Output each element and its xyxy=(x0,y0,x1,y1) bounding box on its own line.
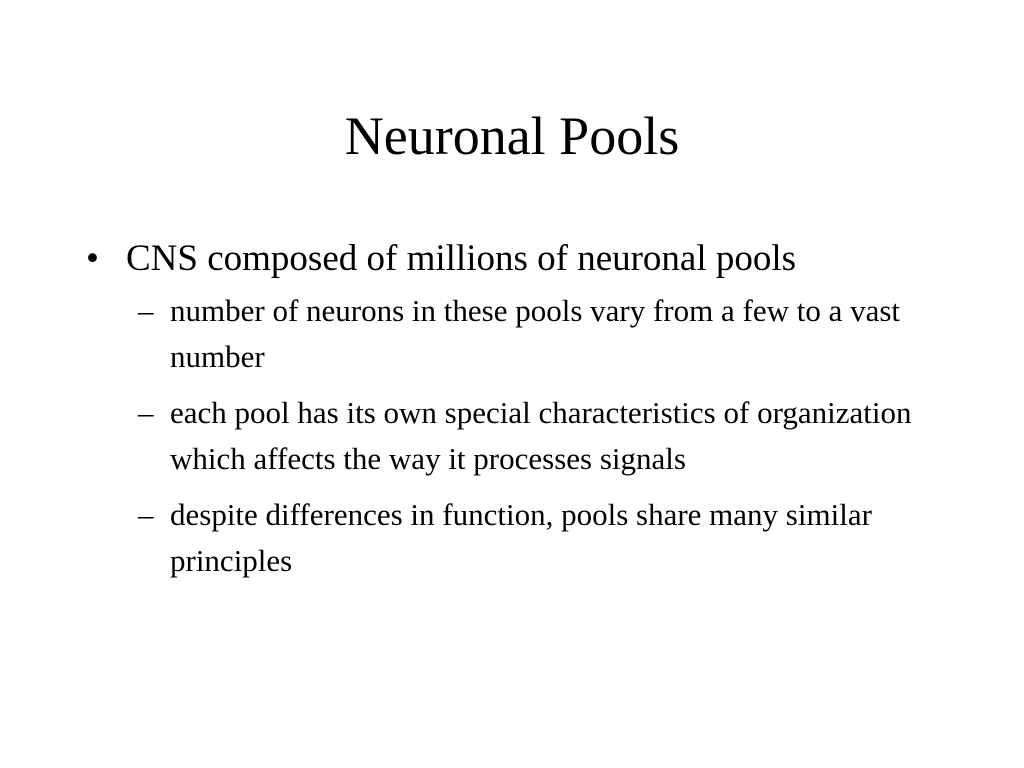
sub-bullet-text: number of neurons in these pools vary fr… xyxy=(170,293,901,374)
sub-bullet-list: – number of neurons in these pools vary … xyxy=(86,288,986,584)
sub-bullet-marker: – xyxy=(138,293,154,328)
bullet-item: • CNS composed of millions of neuronal p… xyxy=(86,236,986,282)
sub-bullet-item: – number of neurons in these pools vary … xyxy=(138,288,986,380)
sub-bullet-marker: – xyxy=(138,395,154,430)
sub-bullet-item: – each pool has its own special characte… xyxy=(138,390,986,482)
bullet-text: CNS composed of millions of neuronal poo… xyxy=(126,238,797,279)
sub-bullet-marker: – xyxy=(138,497,154,532)
slide-content: • CNS composed of millions of neuronal p… xyxy=(86,236,986,594)
slide-title: Neuronal Pools xyxy=(344,106,680,166)
sub-bullet-text: each pool has its own special characteri… xyxy=(170,395,912,476)
sub-bullet-text: despite differences in function, pools s… xyxy=(170,497,872,578)
bullet-marker: • xyxy=(86,238,99,279)
sub-bullet-item: – despite differences in function, pools… xyxy=(138,492,986,584)
